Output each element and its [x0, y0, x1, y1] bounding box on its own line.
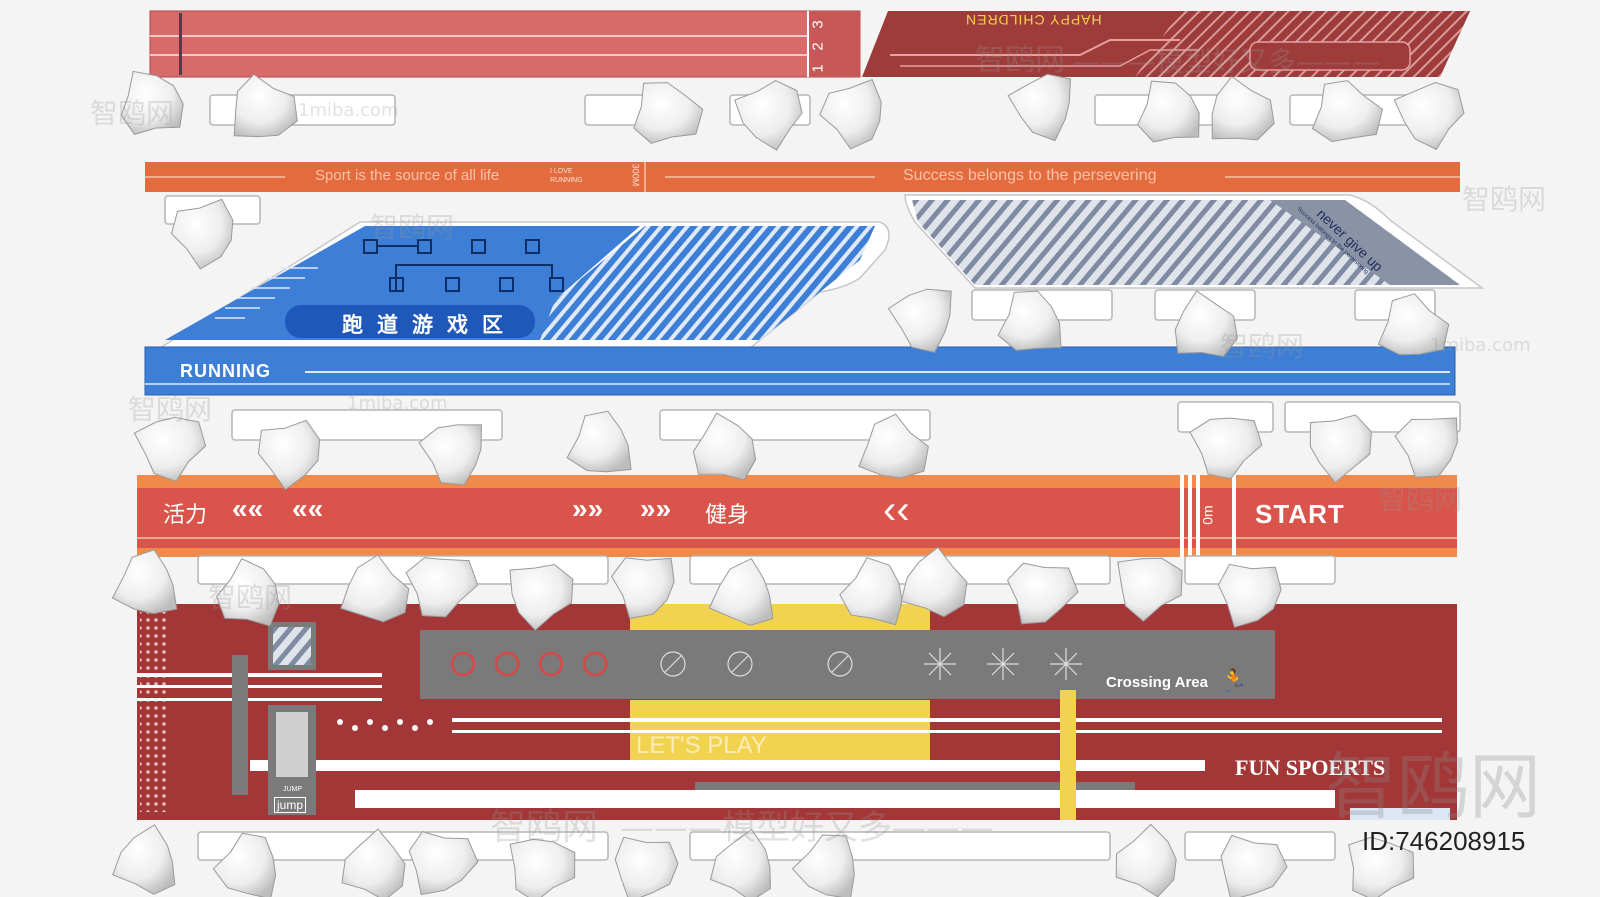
tree-icon — [1377, 293, 1450, 356]
slogan-left: Sport is the source of all life — [315, 167, 500, 184]
running-label: RUNNING — [180, 361, 271, 381]
watermark-cn-big: 智鸥网 — [1325, 745, 1542, 829]
runner-icon: 🏃 — [1220, 668, 1248, 693]
watermark-id: ID:746208915 — [1362, 826, 1526, 856]
lane-number-2: 2 — [809, 42, 827, 51]
tree-icon — [405, 557, 479, 618]
tree-icon — [215, 558, 280, 627]
watermark-cn-4: 智鸥网 — [1462, 183, 1547, 216]
watermark-cn-7: 智鸥网 — [208, 581, 293, 614]
tree-icon — [839, 557, 903, 626]
tree-icon — [111, 549, 178, 615]
jump-label: jump — [274, 797, 307, 813]
watermark-line-2: ———模型好又多——— — [620, 808, 994, 848]
tree-icon — [611, 557, 675, 620]
tree-icon — [858, 413, 929, 479]
watermark-site-1: 1miba.com — [298, 100, 399, 121]
tree-icon — [1348, 836, 1415, 897]
distance-300m: 300M — [630, 163, 641, 187]
grey-zone — [904, 194, 1485, 289]
orange-slogan-strip — [145, 162, 1460, 192]
tree-icon — [633, 82, 704, 144]
tree-icon — [1137, 80, 1200, 143]
watermark-cn-1: 智鸥网 — [975, 43, 1065, 78]
top-left-lane-strip — [149, 10, 861, 78]
lets-play-label: LET'S PLAY — [636, 732, 767, 759]
tree-icon — [566, 410, 632, 473]
tree-icon — [1006, 562, 1079, 625]
love-running-badge: I LOVE RUNNING — [550, 168, 583, 184]
fitness-cn-left: 活力 — [163, 502, 208, 527]
tree-icon — [509, 838, 576, 897]
tree-icon — [900, 546, 968, 618]
tree-icon — [1211, 75, 1275, 141]
tree-icon — [170, 198, 234, 270]
fitness-strip — [137, 475, 1457, 557]
tree-icon — [1174, 290, 1239, 358]
watermark-cn-8: 智鸥网 — [1378, 483, 1463, 516]
blue-game-zone — [157, 221, 890, 349]
arrows-right-1: »» — [572, 493, 604, 524]
tree-icon — [1309, 414, 1372, 484]
game-zone-label: 跑道游戏区 — [342, 314, 517, 337]
tree-icon — [997, 290, 1062, 351]
tree-icon — [1007, 73, 1072, 142]
arrows-left-2: «« — [292, 493, 324, 524]
tree-icon — [708, 557, 774, 626]
crossing-area-label: Crossing Area — [1106, 674, 1208, 691]
watermark-cn-9: 智鸥网 — [490, 807, 599, 848]
tree-icon — [509, 564, 574, 631]
tree-icon — [614, 836, 679, 897]
lane-number-3: 3 — [809, 20, 827, 29]
happy-children-label: HAPPY CHILDREN — [965, 12, 1102, 28]
fun-sports-label: FUN SPOERTS — [1235, 755, 1386, 780]
running-strip — [144, 346, 1456, 396]
tree-icon — [233, 73, 298, 138]
start-label: START — [1255, 499, 1345, 529]
jump-small-label: JUMP — [283, 786, 303, 793]
tree-icon — [112, 824, 176, 895]
fitness-chevron: ‹‹ — [883, 488, 910, 532]
arrows-left-1: «« — [232, 493, 264, 524]
tree-icon — [819, 78, 882, 150]
tree-icon — [120, 70, 184, 135]
tree-icon — [1117, 557, 1183, 622]
slogan-right: Success belongs to the persevering — [903, 167, 1157, 184]
watermark-site-2: 1miba.com — [1430, 335, 1531, 356]
distance-0m: 0m — [1199, 505, 1216, 525]
watermark-site-3: 1miba.com — [347, 393, 448, 414]
tree-icon — [692, 412, 757, 481]
tree-icon — [341, 828, 406, 897]
tree-icon — [1393, 81, 1465, 151]
tree-icon — [1217, 563, 1282, 628]
tree-icon — [418, 424, 483, 486]
tree-icon — [1394, 417, 1458, 478]
tree-icon — [408, 831, 479, 896]
arrows-right-2: »» — [640, 493, 672, 524]
watermark-line-1: ———模型好又多——— — [1072, 45, 1381, 78]
watermark-cn-6: 智鸥网 — [128, 393, 213, 426]
happy-children-strip — [862, 11, 1470, 77]
lane-number-1: 1 — [809, 64, 827, 73]
tree-icon — [1115, 823, 1177, 897]
tree-icon — [212, 832, 277, 897]
tree-icon — [340, 554, 410, 623]
tree-icon — [734, 80, 803, 151]
tree-icon — [887, 288, 952, 353]
tree-icon — [133, 416, 207, 482]
fitness-cn-mid: 健身 — [705, 502, 750, 527]
watermark-cn-2: 智鸥网 — [90, 97, 175, 130]
trees — [111, 70, 1465, 897]
watermark-cn-5: 智鸥网 — [1220, 330, 1305, 363]
fun-sports-area — [137, 604, 1457, 820]
tree-icon — [1311, 80, 1384, 143]
tree-icon — [257, 419, 321, 491]
tree-icon — [1220, 834, 1288, 897]
tree-icon — [1189, 417, 1263, 480]
watermark-cn-3: 智鸥网 — [370, 211, 455, 244]
tree-icon — [709, 828, 772, 897]
